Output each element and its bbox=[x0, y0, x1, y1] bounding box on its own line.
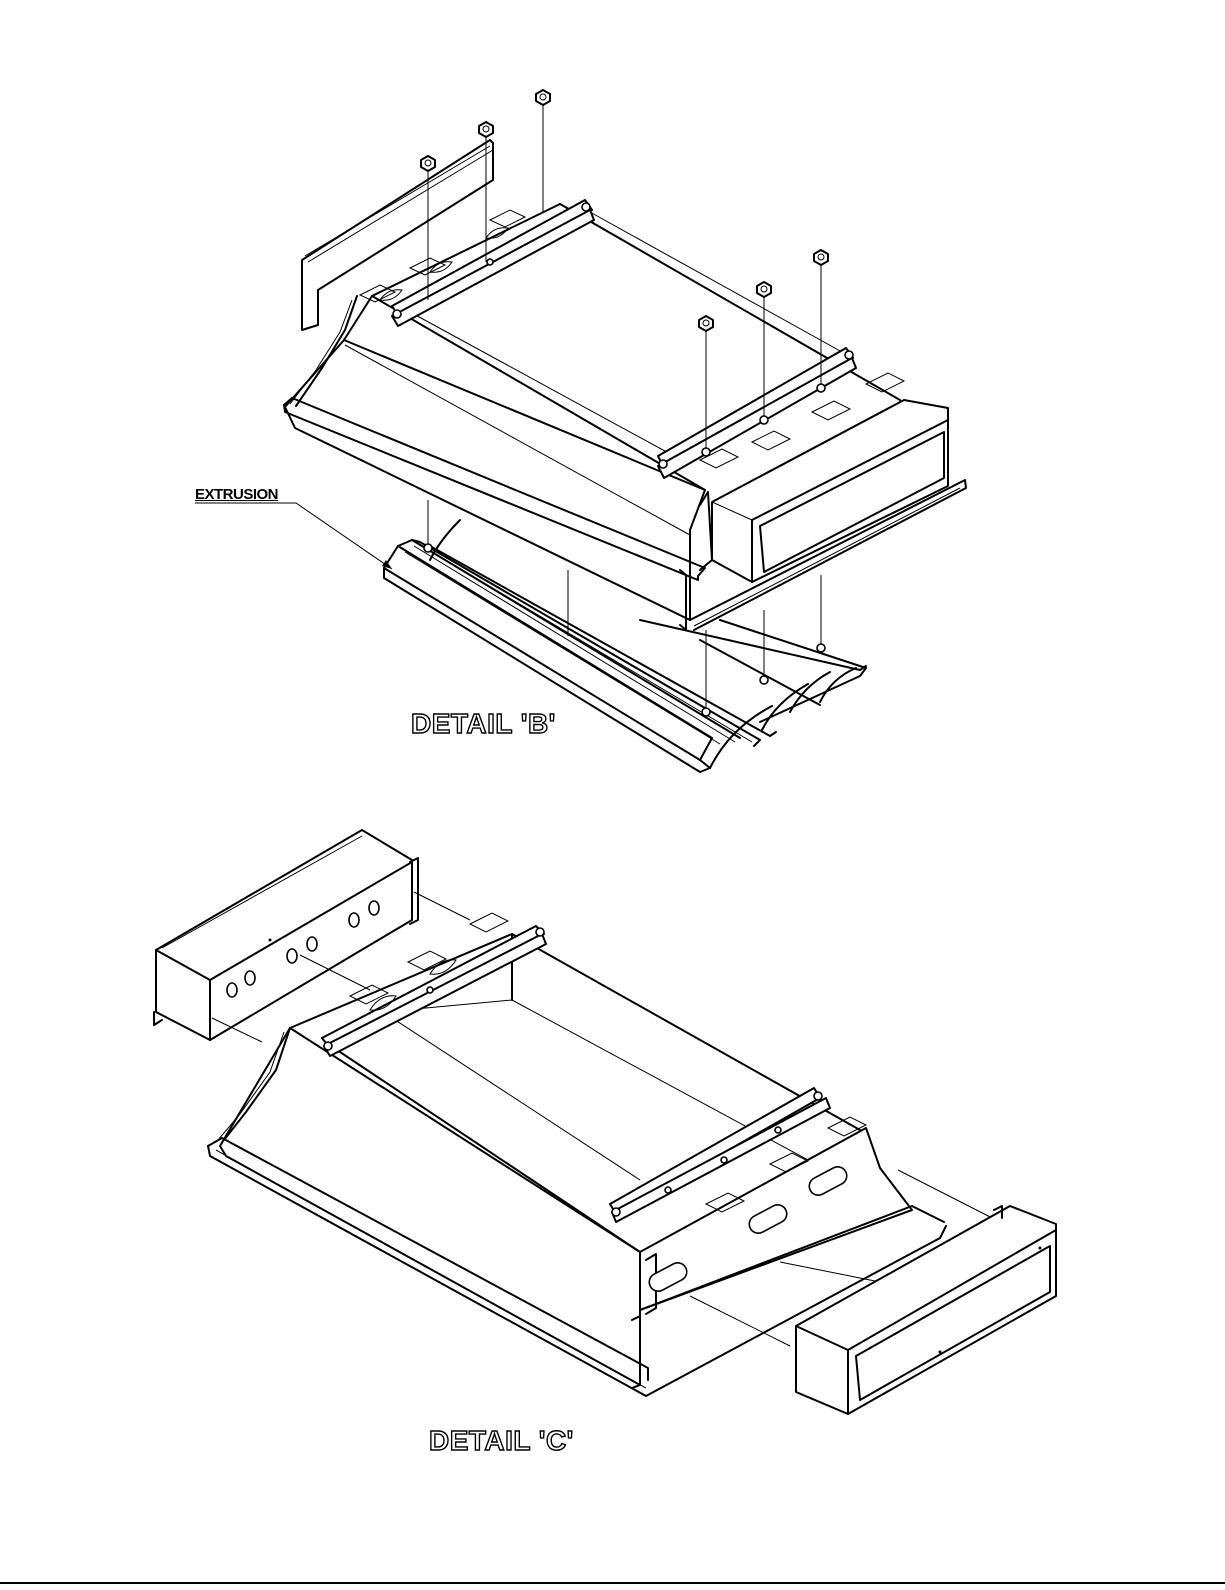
detail-c-assembly bbox=[154, 830, 1056, 1414]
detail-c-title: DETAIL 'C' bbox=[429, 1425, 574, 1457]
detail-b-assembly bbox=[195, 90, 966, 772]
detail-c-right-guide-3 bbox=[898, 1170, 1000, 1222]
extrusion-label: EXTRUSION bbox=[195, 486, 278, 503]
detail-c-right-guide bbox=[690, 1296, 790, 1346]
detail-b-title: DETAIL 'B' bbox=[411, 708, 556, 740]
extrusion-callout-leader bbox=[195, 503, 392, 569]
detail-c-right-guide-2 bbox=[780, 1262, 880, 1282]
detail-c-left-guide-3 bbox=[414, 892, 470, 920]
detail-b-housing bbox=[284, 140, 966, 630]
